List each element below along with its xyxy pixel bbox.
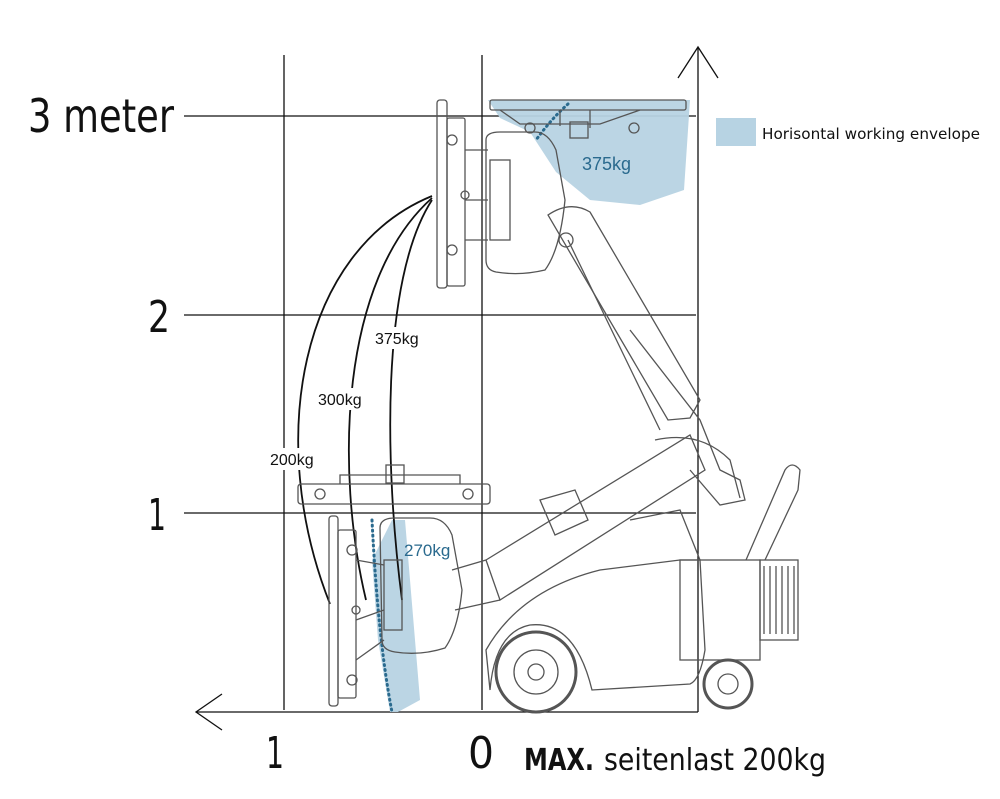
chassis-body (485, 559, 706, 691)
note-side-load: seitenlast 200kg (604, 743, 826, 778)
label-bg-300 (316, 388, 376, 410)
bottom-envelope-load: 270kg (404, 541, 450, 560)
top-head-panel (489, 159, 511, 241)
battery-box (679, 559, 761, 661)
head-linkage (451, 559, 501, 611)
y-label-1m: 1 (148, 490, 166, 541)
top-vacuum-frame (446, 117, 466, 287)
x-label-1: 1 (266, 728, 284, 779)
axes (194, 45, 719, 731)
legend-swatch (716, 118, 756, 146)
bottom-horizontal-frame (297, 483, 491, 505)
lower-arm (485, 434, 706, 601)
curve-200kg (297, 195, 433, 605)
top-horizontal-frame (499, 109, 641, 128)
curve-label-375kg: 375kg (375, 331, 419, 348)
top-envelope-area (488, 100, 690, 205)
curve-label-200kg: 200kg (270, 452, 314, 469)
top-h-box (569, 121, 589, 139)
lower-arm-block (539, 489, 589, 536)
top-frame-struts (465, 149, 488, 241)
main-wheel (494, 630, 578, 714)
bottom-dotted-boundary (370, 518, 394, 714)
y-label-2m: 2 (148, 292, 170, 343)
top-vacuum-plate (436, 99, 448, 289)
left-arrow-icon (194, 693, 223, 731)
top-cup-1 (446, 134, 458, 146)
main-wheel-center (527, 663, 545, 681)
bottom-head-panel (383, 559, 403, 631)
arm-hydraulic (654, 436, 741, 499)
counterweight-ribs (763, 566, 795, 634)
working-envelopes (372, 100, 690, 712)
x-label-0: 0 (468, 728, 494, 779)
lifting-machine (297, 99, 801, 714)
bottom-head-housing (379, 517, 463, 654)
bottom-h-cup-2 (462, 488, 474, 500)
top-h-cup-2 (628, 122, 640, 134)
rear-wheel-hub (717, 673, 739, 695)
bottom-h-rail (339, 474, 461, 484)
upper-arm-outer (547, 206, 701, 421)
bottom-cup-2 (346, 674, 358, 686)
note-max: MAX. (524, 743, 594, 778)
label-bg-200 (268, 448, 326, 470)
curve-375kg (389, 199, 433, 601)
rear-wheel (702, 658, 754, 710)
legend: Horisontal working envelope (716, 118, 980, 146)
label-bg-375 (373, 327, 433, 349)
top-horizontal-plate (489, 99, 687, 111)
up-arrow-icon (677, 45, 719, 79)
upper-arm-inner (567, 239, 661, 431)
arm-mid (629, 329, 746, 506)
dotted-boundaries (370, 102, 570, 714)
bottom-cup-3 (351, 605, 361, 615)
top-cup-2 (446, 244, 458, 256)
top-cup-3 (460, 190, 470, 200)
bottom-h-cup-1 (314, 488, 326, 500)
top-h-cup-1 (524, 122, 536, 134)
bottom-frame-struts (355, 559, 385, 661)
bottom-h-box (385, 464, 405, 484)
top-dotted-boundary (534, 102, 570, 142)
curve-label-300kg: 300kg (318, 392, 362, 409)
counterweight (759, 559, 799, 641)
main-wheel-hub (513, 649, 559, 695)
y-label-3m: 3 meter (28, 89, 174, 143)
legend-label: Horisontal working envelope (762, 125, 980, 143)
arm-joint-top (558, 232, 574, 248)
bottom-vacuum-plate (328, 515, 339, 707)
steering-handle (745, 464, 801, 561)
top-envelope-load: 375kg (582, 154, 631, 174)
chassis-column (629, 509, 701, 561)
bottom-cup-1 (346, 544, 358, 556)
